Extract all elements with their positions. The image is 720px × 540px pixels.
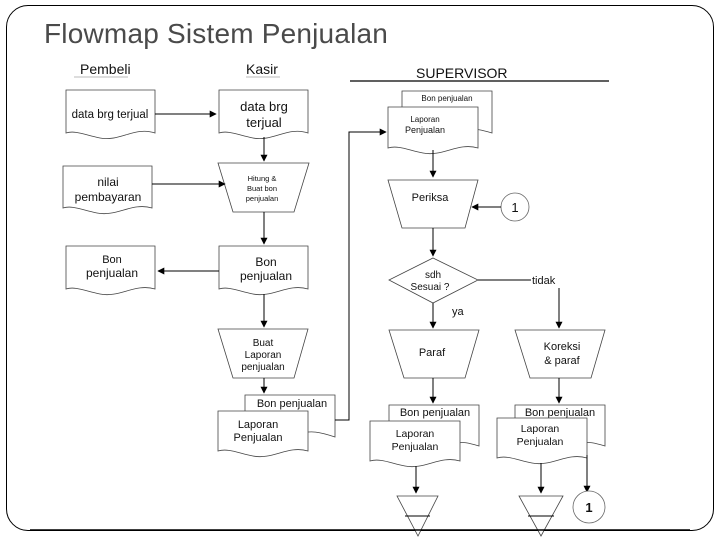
svg-text:Paraf: Paraf [419,347,446,359]
svg-text:1: 1 [511,200,518,215]
svg-text:Penjualan: Penjualan [392,441,439,453]
proc-supervisor-periksa: Periksa [387,179,479,229]
connector-out-1: 1 [572,490,606,524]
svg-text:penjualan: penjualan [86,266,138,280]
svg-text:Bon: Bon [255,255,276,269]
svg-text:Periksa: Periksa [412,192,450,204]
lane-header-pembeli: Pembeli [80,61,131,77]
svg-text:data brg: data brg [240,99,288,114]
svg-text:Laporan: Laporan [238,419,278,431]
archive-right [518,495,564,537]
svg-text:Buat: Buat [253,338,274,349]
label-tidak: tidak [532,275,556,287]
svg-text:Buat bon: Buat bon [247,184,277,193]
archive-left [396,495,439,537]
doc-kasir-data-brg: data brg terjual [218,89,309,140]
doc-pembeli-bon-penjualan: Bon penjualan [65,245,156,296]
proc-kasir-buat-laporan: Buat Laporan penjualan [217,328,309,379]
svg-text:penjualan: penjualan [241,362,284,373]
doc-stack-supervisor-laporan: Bon penjualan Laporan Penjualan [387,90,493,155]
svg-text:Laporan: Laporan [245,350,282,361]
svg-text:nilai: nilai [97,175,118,189]
decision-sudah-sesuai: sdh Sesuai ? [388,257,479,304]
doc-pembeli-data-brg: data brg terjual [65,89,156,140]
svg-text:penjualan: penjualan [240,269,292,283]
label-ya: ya [452,306,465,318]
connector-in-1: 1 [500,192,530,222]
svg-text:Bon penjualan: Bon penjualan [525,407,595,419]
svg-text:Laporan: Laporan [521,423,560,435]
svg-text:Bon: Bon [102,254,122,266]
svg-text:pembayaran: pembayaran [75,190,142,204]
svg-text:Laporan: Laporan [410,115,439,124]
svg-text:sdh: sdh [425,270,441,281]
svg-text:1: 1 [585,500,592,515]
arrow-kasir-to-supervisor [335,128,387,421]
lane-header-supervisor: SUPERVISOR [416,65,508,81]
svg-text:Koreksi: Koreksi [544,341,581,353]
doc-stack-kasir-laporan: Bon penjualan Laporan Penjualan [217,394,336,458]
svg-text:data brg terjual: data brg terjual [72,109,149,121]
svg-text:Penjualan: Penjualan [405,125,445,135]
proc-supervisor-paraf: Paraf [388,329,480,379]
proc-kasir-hitung-buat-bon: Hitung & Buat bon penjualan [217,162,310,213]
svg-text:Penjualan: Penjualan [234,432,283,444]
svg-text:Bon penjualan: Bon penjualan [421,94,472,103]
doc-stack-supervisor-paraf: Bon penjualan Laporan Penjualan [369,404,480,468]
doc-pembeli-nilai-pembayaran: nilai pembayaran [62,165,153,215]
doc-stack-supervisor-koreksi: Bon penjualan Laporan Penjualan [496,404,606,465]
svg-text:penjualan: penjualan [246,194,279,203]
svg-text:terjual: terjual [246,115,282,130]
svg-text:Penjualan: Penjualan [517,436,564,448]
svg-text:Sesuai ?: Sesuai ? [411,282,450,293]
svg-text:Bon penjualan: Bon penjualan [400,407,470,419]
svg-text:& paraf: & paraf [544,355,580,367]
proc-supervisor-koreksi-paraf: Koreksi & paraf [514,329,606,379]
svg-text:Hitung &: Hitung & [248,174,277,183]
svg-text:Bon penjualan: Bon penjualan [257,398,327,410]
doc-kasir-bon-penjualan: Bon penjualan [218,245,309,296]
svg-text:Laporan: Laporan [396,428,435,440]
slide-title: Flowmap Sistem Penjualan [44,18,389,49]
lane-header-kasir: Kasir [246,61,278,77]
